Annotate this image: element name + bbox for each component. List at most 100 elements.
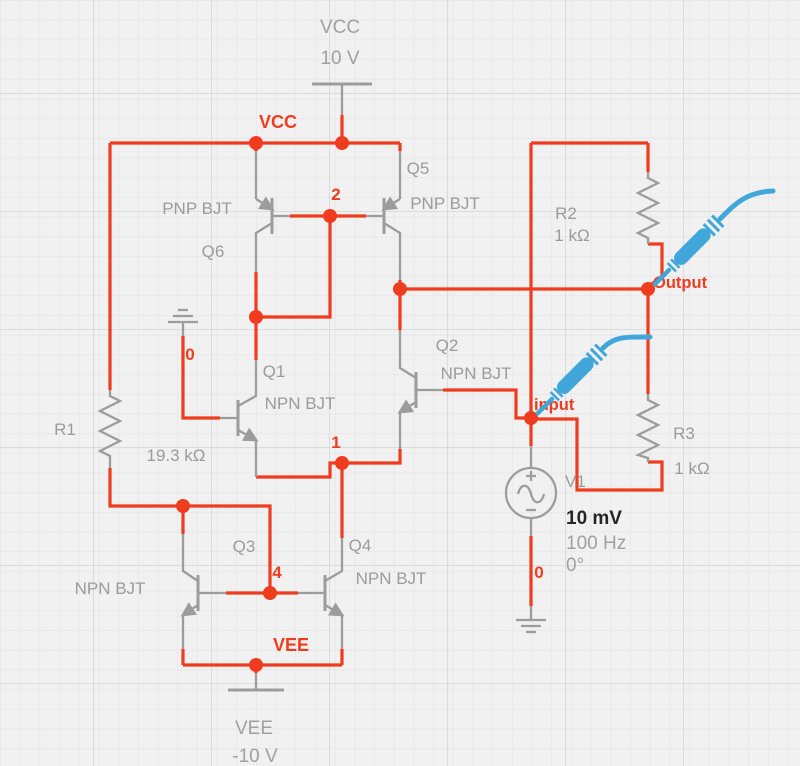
emitter-arrow	[397, 399, 417, 414]
probe-tip	[535, 396, 555, 416]
resistor-r2[interactable]	[635, 172, 661, 244]
ground-icon	[168, 308, 198, 336]
v1-frequency: 100 Hz	[566, 533, 626, 554]
net-label-vcc[interactable]: VCC	[259, 112, 297, 132]
resistor-zigzag	[97, 390, 123, 468]
q6-type: PNP BJT	[162, 199, 232, 218]
q1-ref: Q1	[263, 362, 286, 381]
junction-dot	[176, 499, 190, 513]
transistor-q2[interactable]	[397, 330, 443, 449]
junction-dot	[323, 209, 337, 223]
junction-dot	[249, 310, 263, 324]
q4-ref: Q4	[349, 536, 372, 555]
ground-left[interactable]	[168, 308, 198, 336]
wire-junction-node4[interactable]	[183, 504, 272, 593]
resistor-zigzag	[634, 394, 661, 462]
probe-stripe	[589, 347, 604, 362]
junction-dot	[249, 136, 263, 150]
wire-r1-bottom[interactable]	[108, 468, 183, 508]
q2-ref: Q2	[436, 336, 459, 355]
net-label-output[interactable]: Output	[653, 274, 708, 292]
q5-type: PNP BJT	[410, 194, 480, 213]
junction-dot-input	[524, 411, 538, 425]
net-label-4[interactable]: 4	[272, 563, 282, 582]
net-label-2[interactable]: 2	[331, 185, 340, 204]
emitter-arrow	[255, 196, 275, 211]
emitter-arrow	[324, 602, 345, 617]
junction-dots	[176, 136, 655, 672]
probe-stripe	[549, 391, 560, 402]
q1-type: NPN BJT	[265, 394, 336, 413]
source-circle	[504, 466, 558, 520]
collector-lead	[324, 538, 344, 582]
probe-stripe	[553, 387, 564, 398]
transistor-q3[interactable]	[180, 534, 226, 649]
collector-lead	[254, 222, 273, 272]
probe-body	[556, 357, 594, 395]
net-label-1[interactable]: 1	[331, 433, 340, 452]
probe-stripe	[670, 258, 681, 269]
junction-dot	[335, 456, 349, 470]
resistor-zigzag	[635, 172, 661, 244]
probe-tip	[652, 267, 672, 287]
probe-stripe	[585, 352, 599, 366]
wire-q1-emitter-node1[interactable]	[256, 461, 342, 479]
net-label-0-left[interactable]: 0	[185, 345, 194, 364]
junction-dot	[335, 136, 349, 150]
emitter-arrow	[237, 427, 259, 442]
probe-stripe	[594, 343, 608, 357]
junction-dot	[263, 586, 277, 600]
wire-ground-q1-base[interactable]	[181, 336, 220, 420]
probe-body	[673, 228, 711, 266]
transistor-q6[interactable]	[254, 151, 290, 272]
transistor-q1[interactable]	[220, 360, 259, 477]
q2-type: NPN BJT	[441, 364, 512, 383]
wire-node2-drop[interactable]	[256, 216, 332, 319]
r1-value: 19.3 kΩ	[146, 446, 205, 465]
net-label-0-source[interactable]: 0	[534, 563, 543, 582]
vee-supply-value: -10 V	[232, 746, 278, 766]
collector-lead	[383, 222, 402, 280]
vee-supply-name: VEE	[235, 718, 273, 739]
emitter-arrow	[381, 196, 401, 211]
transistor-q4[interactable]	[298, 538, 345, 649]
vcc-supply-name: VCC	[320, 17, 360, 38]
collector-lead	[237, 360, 258, 408]
q3-type: NPN BJT	[75, 579, 146, 598]
probe-stripe	[666, 262, 677, 273]
ground-source[interactable]	[516, 606, 546, 634]
power-supply-vee[interactable]	[228, 673, 284, 692]
q3-ref: Q3	[233, 537, 256, 556]
junction-dot-output	[641, 282, 655, 296]
plus-icon	[526, 471, 536, 481]
oscilloscope-probe-input[interactable]	[532, 334, 653, 419]
r2-value: 1 kΩ	[554, 226, 589, 245]
vcc-supply-value: 10 V	[320, 48, 359, 69]
wire-r3-bottom-input[interactable]	[531, 417, 664, 492]
voltage-source-v1[interactable]	[504, 446, 558, 536]
resistor-r1[interactable]	[97, 390, 123, 468]
power-supply-vcc[interactable]	[312, 82, 372, 115]
probe-stripe	[711, 214, 725, 228]
wire-q2-base-input[interactable]	[443, 388, 531, 420]
probe-cable	[717, 188, 776, 222]
probe-stripe	[702, 223, 716, 237]
sine-icon	[516, 484, 546, 504]
junction-dot	[393, 282, 407, 296]
net-label-vee[interactable]: VEE	[273, 635, 309, 655]
q5-ref: Q5	[407, 159, 430, 178]
emitter-arrow	[180, 602, 199, 617]
resistor-r3[interactable]	[634, 394, 661, 462]
r1-ref: R1	[54, 420, 76, 439]
r2-ref: R2	[555, 204, 577, 223]
v1-amplitude: 10 mV	[566, 508, 622, 529]
wire-node1-q2-emitter[interactable]	[342, 449, 402, 465]
oscilloscope-probe-output[interactable]	[649, 188, 776, 290]
transistor-q5[interactable]	[366, 151, 402, 280]
ground-icon	[516, 606, 546, 634]
collector-lead	[398, 330, 417, 379]
junction-dot	[249, 658, 263, 672]
v1-ref: V1	[565, 472, 586, 491]
v1-phase: 0°	[566, 555, 584, 576]
